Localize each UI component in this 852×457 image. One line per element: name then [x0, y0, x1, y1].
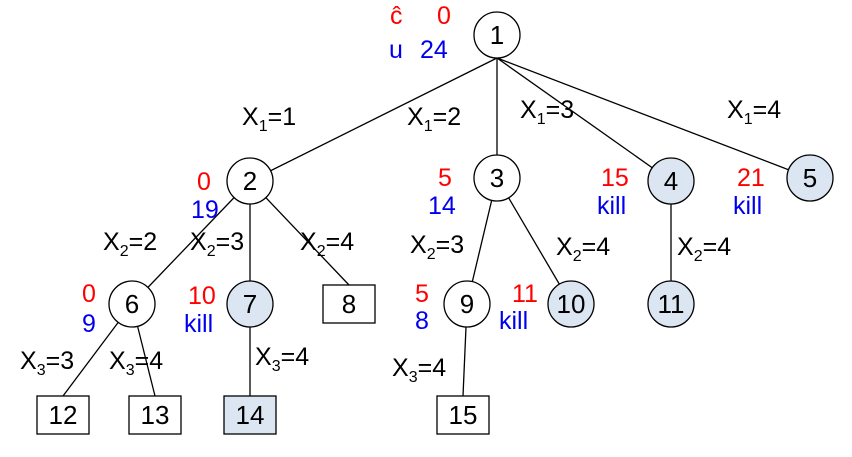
node-13-label: 13 [141, 400, 170, 430]
node-12: 12 [36, 395, 90, 435]
node-2-cost: 0 [197, 168, 211, 196]
node-6-label: 6 [125, 289, 139, 319]
edge-label-6-12: X3=3 [20, 347, 74, 379]
legend-bound-symbol: u [389, 36, 403, 64]
node-7: 7 [226, 280, 274, 328]
edge-2-8 [249, 180, 350, 286]
node-7-circle [226, 280, 274, 328]
node-4-circle [647, 157, 695, 205]
node-9-bound: 8 [415, 307, 429, 335]
node-7-label: 7 [243, 289, 257, 319]
node-4-label: 4 [664, 166, 678, 196]
node-12-box [36, 395, 90, 435]
node-8-label: 8 [342, 289, 356, 319]
node-13: 13 [128, 395, 182, 435]
node-9: 9 [443, 280, 491, 328]
edge-label-3-9: X2=3 [410, 231, 464, 263]
node-9-circle [443, 280, 491, 328]
edge-label-1-3: X1=2 [407, 103, 461, 135]
node-4-bound: kill [597, 192, 626, 220]
legend: ĉ 0 u 24 [389, 2, 451, 64]
edge-label-7-14: X3=4 [255, 343, 309, 375]
node-10-label: 10 [557, 289, 586, 319]
node-10: 10 [547, 280, 595, 328]
node-14-box [223, 395, 277, 435]
node-7-bound: kill [184, 310, 213, 338]
node-1-circle [473, 11, 521, 59]
edge-1-4 [496, 57, 672, 182]
node-9-label: 9 [460, 289, 474, 319]
node-8: 8 [322, 284, 376, 324]
node-12-label: 12 [49, 400, 78, 430]
node-15-label: 15 [449, 400, 478, 430]
legend-bound-value: 24 [420, 36, 448, 64]
node-5: 5 [786, 154, 834, 202]
node-5-circle [786, 154, 834, 202]
edge-label-3-10: X2=4 [556, 233, 610, 265]
node-3-cost: 5 [438, 164, 452, 192]
edge-2-6 [131, 180, 251, 305]
node-7-cost: 10 [188, 282, 216, 310]
node-5-label: 5 [803, 163, 817, 193]
edge-1-5 [496, 57, 811, 179]
node-2-circle [226, 157, 274, 205]
node-8-box [322, 284, 376, 324]
node-1-label: 1 [490, 20, 504, 50]
node-6-cost: 0 [82, 280, 96, 308]
node-11: 11 [647, 280, 695, 328]
edge-label-1-4: X1=3 [520, 96, 574, 128]
node-11-circle [647, 280, 695, 328]
edge-label-6-13: X3=4 [109, 347, 163, 379]
edge-label-2-6: X2=2 [103, 228, 157, 260]
node-14: 14 [223, 395, 277, 435]
node-1: 1 [473, 11, 521, 59]
edge-3-10 [496, 177, 572, 305]
edge-labels-layer: X1=1 X1=2 X1=3 X1=4X2=2 X2=3 X2=4 X2=3 X2=4 X2=4… [20, 96, 781, 386]
node-2-label: 2 [243, 166, 257, 196]
node-15: 15 [436, 395, 490, 435]
node-3-label: 3 [490, 163, 504, 193]
node-15-box [436, 395, 490, 435]
node-2-bound: 19 [191, 196, 219, 224]
node-5-bound: kill [733, 192, 762, 220]
edge-label-9-15: X3=4 [392, 354, 446, 386]
node-11-label: 11 [658, 289, 685, 319]
node-4-cost: 15 [601, 164, 629, 192]
node-4: 4 [647, 157, 695, 205]
edge-label-2-8: X2=4 [300, 228, 354, 260]
node-3: 3 [473, 154, 521, 202]
edge-label-1-5: X1=4 [727, 96, 781, 128]
edge-label-2-7: X2=3 [190, 228, 244, 260]
node-3-bound: 14 [428, 192, 456, 220]
node-13-box [128, 395, 182, 435]
node-14-label: 14 [236, 400, 265, 430]
node-6-circle [108, 280, 156, 328]
node-2: 2 [226, 157, 274, 205]
edge-1-2 [249, 57, 498, 182]
node-5-cost: 21 [737, 164, 765, 192]
node-10-circle [547, 280, 595, 328]
legend-cost-symbol: ĉ [390, 2, 403, 30]
node-6: 6 [108, 280, 156, 328]
node-9-cost: 5 [415, 280, 429, 308]
node-10-bound: kill [499, 307, 528, 335]
edge-label-4-11: X2=4 [677, 233, 731, 265]
legend-cost-value: 0 [437, 2, 451, 30]
edge-label-1-2: X1=1 [242, 103, 296, 135]
node-3-circle [473, 154, 521, 202]
node-6-bound: 9 [82, 310, 96, 338]
node-10-cost: 11 [512, 280, 538, 308]
